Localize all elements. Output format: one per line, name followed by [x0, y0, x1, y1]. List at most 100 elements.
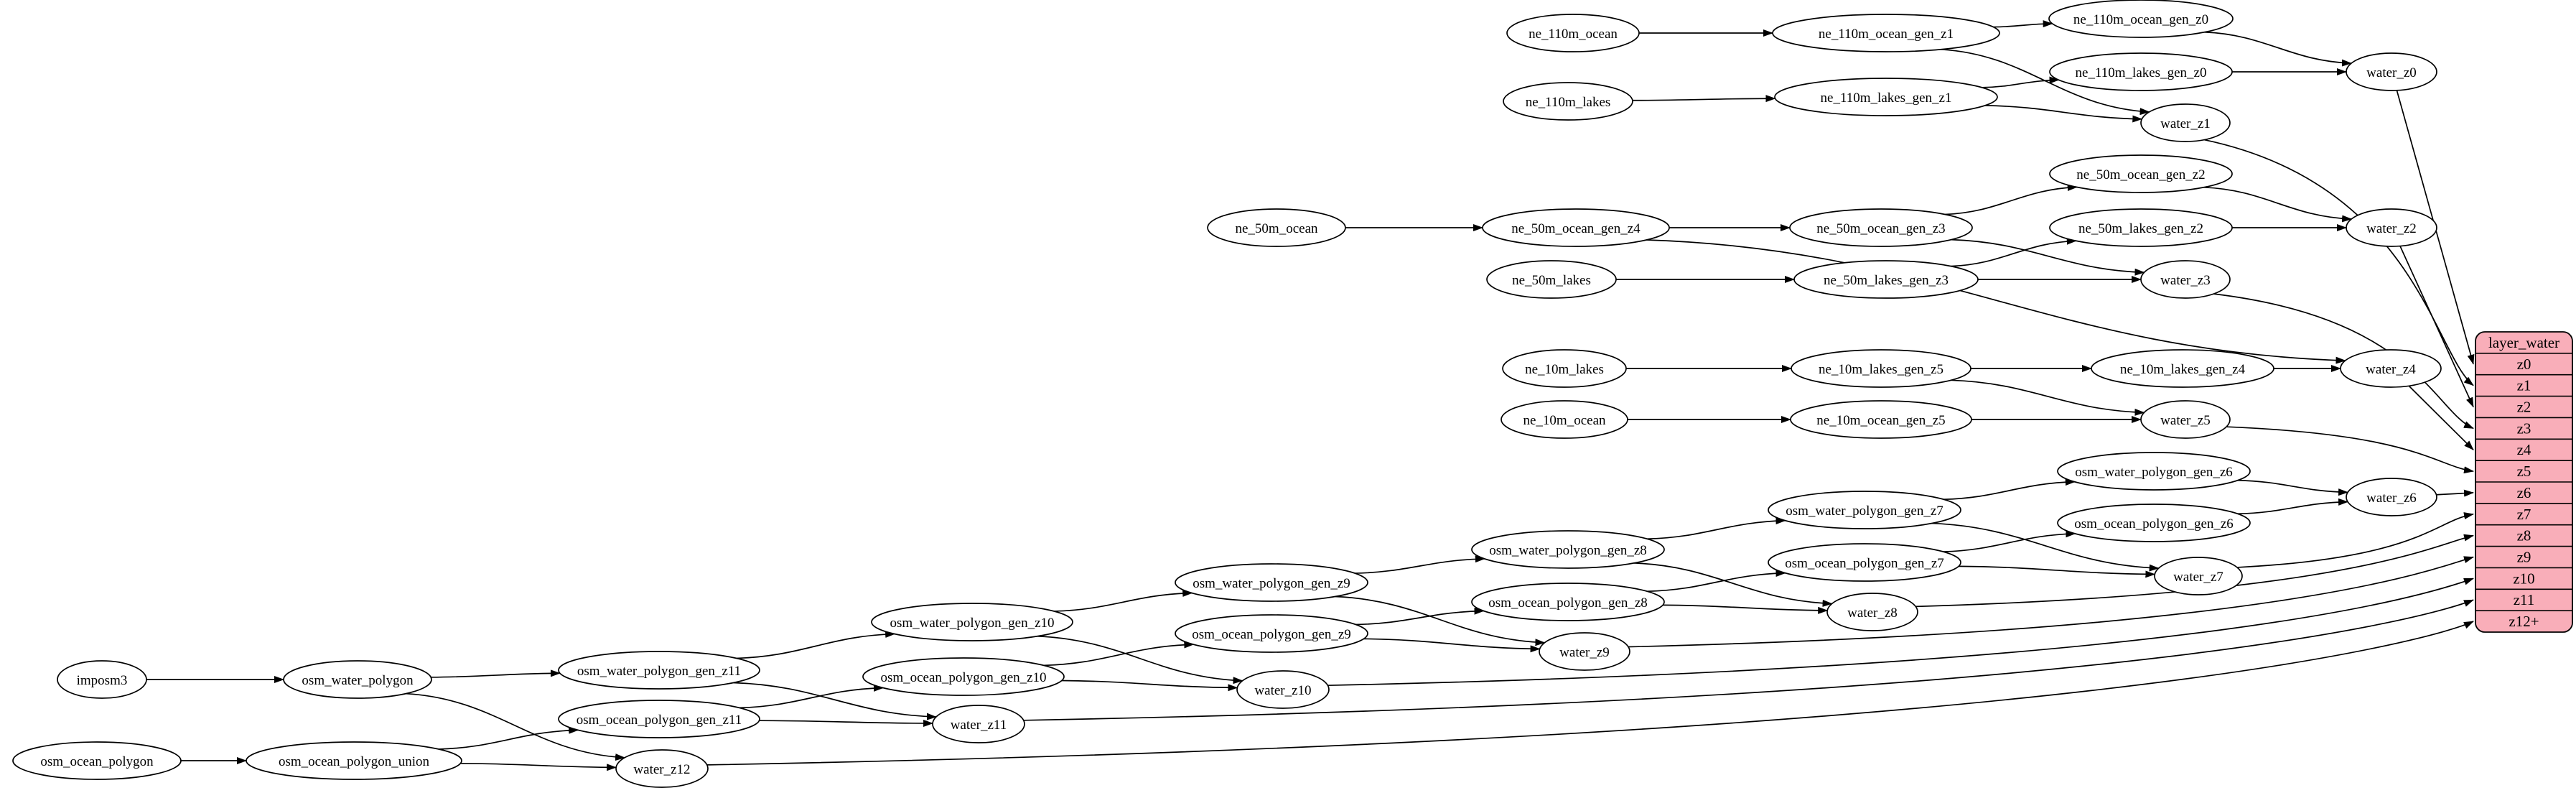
node-ellipse-water_z9: [1539, 632, 1630, 671]
node-ne_110m_lakes_gen_z1: ne_110m_lakes_gen_z1: [1774, 78, 1998, 116]
edge-osm_water_polygon_gen_z9-to-water_z9: [1335, 595, 1546, 646]
node-label-osm_ocean_polygon_union: osm_ocean_polygon_union: [279, 754, 430, 769]
node-label-water_z1: water_z1: [2160, 116, 2211, 131]
edge-osm_water_polygon-to-water_z12: [406, 692, 626, 761]
node-label-osm_ocean_polygon_gen_z6: osm_ocean_polygon_gen_z6: [2074, 516, 2234, 532]
node-ellipse-ne_10m_ocean_gen_z5: [1790, 400, 1972, 439]
node-ellipse-imposm3: [57, 660, 147, 699]
edge-layer: [146, 20, 2475, 771]
node-water_z8: water_z8: [1826, 593, 1918, 631]
node-ellipse-osm_ocean_polygon_gen_z8: [1471, 583, 1665, 621]
edge-osm_ocean_polygon_gen_z8-to-osm_ocean_polygon_gen_z7: [1647, 570, 1786, 593]
node-ne_50m_ocean: ne_50m_ocean: [1207, 208, 1346, 247]
edge-ne_110m_lakes-to-ne_110m_lakes_gen_z1: [1632, 95, 1776, 103]
node-ellipse-water_z0: [2346, 52, 2437, 91]
edge-ne_50m_ocean_gen_z3-to-ne_50m_ocean_gen_z2: [1945, 184, 2078, 215]
edge-osm_water_polygon_gen_z10-to-water_z10: [1037, 635, 1243, 685]
node-label-ne_110m_lakes: ne_110m_lakes: [1526, 95, 1611, 110]
node-osm_ocean_polygon_gen_z9: osm_ocean_polygon_gen_z9: [1175, 614, 1368, 653]
node-ne_10m_ocean: ne_10m_ocean: [1501, 400, 1628, 439]
node-label-ne_50m_lakes: ne_50m_lakes: [1512, 273, 1591, 288]
node-water_z2: water_z2: [2346, 208, 2437, 247]
layer-water-table: layer_waterz0z1z2z3z4z5z6z7z8z9z10z11z12…: [2475, 331, 2573, 633]
table-row-z10: z10: [2513, 570, 2534, 587]
edge-osm_ocean_polygon_gen_z11-to-osm_ocean_polygon_gen_z10: [739, 684, 884, 709]
edge-osm_water_polygon_gen_z11-to-water_z11: [733, 682, 937, 720]
node-label-ne_50m_ocean: ne_50m_ocean: [1235, 221, 1318, 236]
edge-water_z1-to-layer_water-z1: [2203, 139, 2474, 386]
edge-water_z7-to-layer_water-z7: [2236, 512, 2474, 568]
edge-ne_50m_lakes_gen_z3-to-ne_50m_lakes_gen_z2: [1951, 237, 2077, 267]
node-ellipse-water_z11: [932, 705, 1025, 743]
node-ne_10m_ocean_gen_z5: ne_10m_ocean_gen_z5: [1790, 400, 1972, 439]
node-ellipse-water_z8: [1826, 593, 1918, 631]
node-water_z10: water_z10: [1236, 670, 1330, 709]
node-ellipse-osm_water_polygon_gen_z7: [1768, 491, 1961, 529]
node-osm_water_polygon_gen_z10: osm_water_polygon_gen_z10: [871, 603, 1073, 641]
node-osm_ocean_polygon_gen_z7: osm_ocean_polygon_gen_z7: [1768, 543, 1961, 582]
table-row-z12+: z12+: [2509, 613, 2539, 630]
node-ellipse-osm_ocean_polygon_gen_z6: [2057, 504, 2251, 542]
node-ellipse-water_z5: [2140, 400, 2231, 439]
edge-ne_110m_ocean_gen_z0-to-water_z0: [2204, 31, 2352, 67]
node-label-ne_10m_lakes_gen_z4: ne_10m_lakes_gen_z4: [2120, 362, 2246, 377]
node-label-ne_50m_ocean_gen_z3: ne_50m_ocean_gen_z3: [1816, 221, 1945, 236]
node-ellipse-ne_10m_ocean: [1501, 400, 1628, 439]
edge-water_z8-to-layer_water-z8: [1915, 534, 2474, 608]
node-label-osm_water_polygon_gen_z7: osm_water_polygon_gen_z7: [1786, 504, 1943, 519]
edge-osm_water_polygon_gen_z9-to-osm_water_polygon_gen_z8: [1355, 555, 1485, 574]
node-ne_10m_lakes_gen_z5: ne_10m_lakes_gen_z5: [1791, 349, 1971, 388]
node-ellipse-osm_ocean_polygon_gen_z11: [558, 700, 760, 738]
node-ellipse-osm_ocean_polygon_gen_z9: [1175, 614, 1368, 653]
edge-water_z12-to-layer_water-z12+: [706, 621, 2474, 766]
node-ellipse-ne_110m_lakes: [1503, 82, 1633, 121]
node-ellipse-ne_50m_lakes_gen_z3: [1793, 260, 1979, 299]
node-label-osm_water_polygon_gen_z8: osm_water_polygon_gen_z8: [1489, 543, 1647, 558]
node-osm_water_polygon: osm_water_polygon: [283, 660, 432, 699]
node-label-osm_ocean_polygon_gen_z10: osm_ocean_polygon_gen_z10: [880, 670, 1046, 685]
node-osm_ocean_polygon: osm_ocean_polygon: [12, 741, 182, 780]
node-ellipse-water_z1: [2140, 103, 2231, 142]
edge-water_z11-to-layer_water-z11: [1023, 599, 2474, 721]
node-ne_110m_lakes_gen_z0: ne_110m_lakes_gen_z0: [2049, 52, 2233, 91]
edge-ne_110m_lakes_gen_z1-to-ne_110m_lakes_gen_z0: [1982, 76, 2060, 88]
edge-ne_50m_ocean_gen_z4-to-water_z4: [1646, 239, 2346, 364]
node-label-osm_ocean_polygon_gen_z11: osm_ocean_polygon_gen_z11: [577, 713, 742, 728]
node-label-osm_water_polygon_gen_z11: osm_water_polygon_gen_z11: [577, 664, 741, 679]
node-water_z7: water_z7: [2154, 557, 2243, 595]
table-row-z8: z8: [2517, 527, 2531, 544]
edge-osm_ocean_polygon_gen_z7-to-water_z7: [1959, 565, 2156, 578]
node-label-water_z7: water_z7: [2173, 570, 2223, 585]
node-imposm3: imposm3: [57, 660, 147, 699]
node-ellipse-osm_ocean_polygon_gen_z10: [862, 657, 1065, 696]
node-water_z9: water_z9: [1539, 632, 1630, 671]
node-label-osm_ocean_polygon_gen_z8: osm_ocean_polygon_gen_z8: [1488, 595, 1648, 611]
node-ellipse-ne_10m_lakes_gen_z4: [2091, 349, 2274, 388]
node-ellipse-ne_50m_ocean: [1207, 208, 1346, 247]
node-label-osm_ocean_polygon: osm_ocean_polygon: [40, 754, 154, 769]
table-row-z1: z1: [2517, 377, 2531, 394]
edge-osm_ocean_polygon_gen_z7-to-osm_ocean_polygon_gen_z6: [1943, 530, 2076, 552]
edge-osm_ocean_polygon_gen_z6-to-water_z6: [2237, 498, 2349, 515]
node-ellipse-water_z2: [2346, 208, 2437, 247]
edge-osm_ocean_polygon_union-to-osm_ocean_polygon_gen_z11: [438, 726, 579, 750]
table-row-z7: z7: [2517, 506, 2531, 523]
node-ellipse-ne_50m_lakes: [1486, 260, 1617, 299]
node-osm_water_polygon_gen_z6: osm_water_polygon_gen_z6: [2057, 452, 2251, 491]
edge-ne_110m_ocean_gen_z1-to-ne_110m_ocean_gen_z0: [1993, 20, 2053, 28]
node-label-water_z9: water_z9: [1559, 645, 1610, 660]
node-ellipse-osm_ocean_polygon_gen_z7: [1768, 543, 1961, 582]
table-row-z11: z11: [2514, 591, 2535, 608]
node-label-osm_water_polygon: osm_water_polygon: [302, 673, 414, 688]
node-ne_50m_lakes: ne_50m_lakes: [1486, 260, 1617, 299]
node-label-ne_110m_ocean: ne_110m_ocean: [1529, 27, 1618, 42]
node-label-water_z10: water_z10: [1254, 683, 1311, 698]
node-ellipse-water_z4: [2340, 349, 2442, 388]
edge-osm_water_polygon_gen_z7-to-water_z7: [1931, 522, 2160, 572]
node-label-osm_water_polygon_gen_z9: osm_water_polygon_gen_z9: [1193, 576, 1350, 591]
node-label-water_z8: water_z8: [1847, 606, 1898, 621]
node-osm_water_polygon_gen_z11: osm_water_polygon_gen_z11: [558, 651, 760, 690]
node-osm_water_polygon_gen_z7: osm_water_polygon_gen_z7: [1768, 491, 1961, 529]
node-label-ne_110m_ocean_gen_z0: ne_110m_ocean_gen_z0: [2073, 12, 2208, 27]
